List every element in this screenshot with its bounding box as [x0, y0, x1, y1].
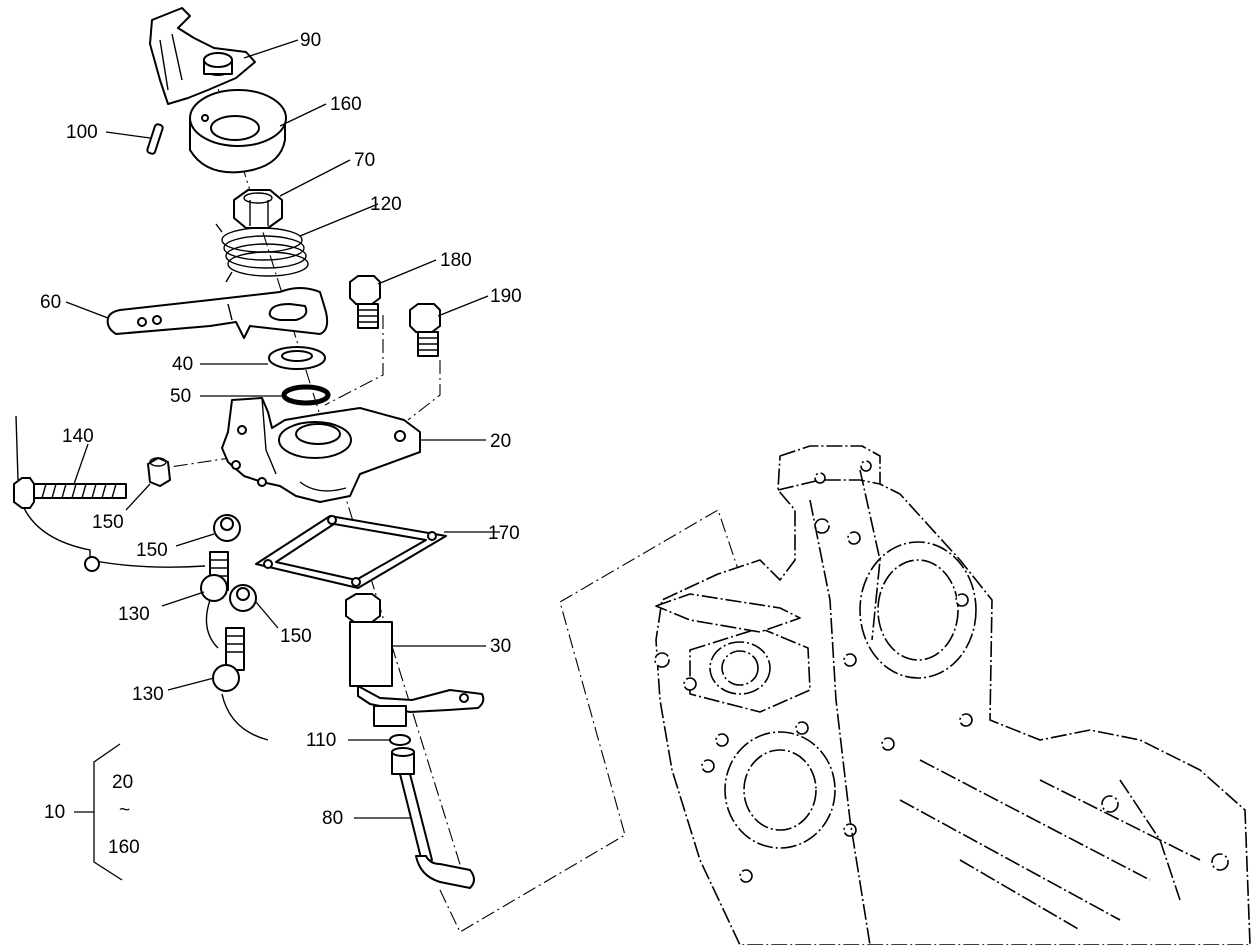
callout-labels: 90 160 100 70 120 180 190 60 40 50 140 2…	[40, 30, 522, 858]
callout-50: 50	[170, 386, 191, 407]
callout-20: 20	[490, 431, 511, 452]
callout-90: 90	[300, 30, 321, 51]
callout-150-upper: 150	[92, 512, 124, 533]
assembly-range-start: 20	[112, 772, 133, 793]
callout-150-lower: 150	[280, 626, 312, 647]
callout-70: 70	[354, 150, 375, 171]
seal-wire	[15, 415, 269, 741]
part-140-bolt	[13, 477, 127, 509]
callout-190: 190	[490, 286, 522, 307]
callout-150-middle: 150	[136, 540, 168, 561]
part-110-ring	[389, 734, 411, 746]
callout-160: 160	[330, 94, 362, 115]
part-40-washer	[268, 346, 326, 370]
callout-120: 120	[370, 194, 402, 215]
part-180-bolt	[349, 275, 381, 329]
part-150-nut-lower	[229, 584, 257, 612]
callout-80: 80	[322, 808, 343, 829]
part-70-hex-nut	[233, 189, 283, 229]
callout-100: 100	[66, 122, 98, 143]
part-60-lever	[106, 287, 329, 339]
part-20-housing	[221, 397, 421, 503]
part-120-spring	[215, 223, 309, 283]
part-30-shaft	[345, 593, 485, 727]
part-150-nut-upper	[147, 457, 171, 487]
part-130-stud-upper	[200, 551, 229, 602]
callout-170: 170	[488, 523, 520, 544]
part-130-stud-lower	[212, 627, 245, 692]
leader-lines	[65, 39, 500, 819]
callout-30: 30	[490, 636, 511, 657]
part-170-gasket	[255, 515, 447, 589]
assembly-range-end: 160	[108, 837, 140, 858]
callout-60: 60	[40, 292, 61, 313]
callout-130-lower: 130	[132, 684, 164, 705]
part-100-pin	[146, 123, 164, 155]
callout-130-upper: 130	[118, 604, 150, 625]
callout-110: 110	[306, 730, 336, 751]
assembly-number: 10	[44, 802, 65, 823]
assembly-brace	[93, 743, 123, 881]
callout-140: 140	[62, 426, 94, 447]
part-190-bolt	[409, 303, 441, 357]
callout-40: 40	[172, 354, 193, 375]
assembly-range-separator: ~	[119, 800, 130, 821]
part-80-rod	[391, 747, 475, 889]
part-90-bracket	[149, 7, 256, 105]
callout-180: 180	[440, 250, 472, 271]
gear-housing-body	[654, 445, 1251, 945]
part-160-cam-ring	[189, 89, 287, 174]
part-150-nut-middle	[213, 514, 241, 542]
part-50-o-ring	[281, 384, 331, 406]
